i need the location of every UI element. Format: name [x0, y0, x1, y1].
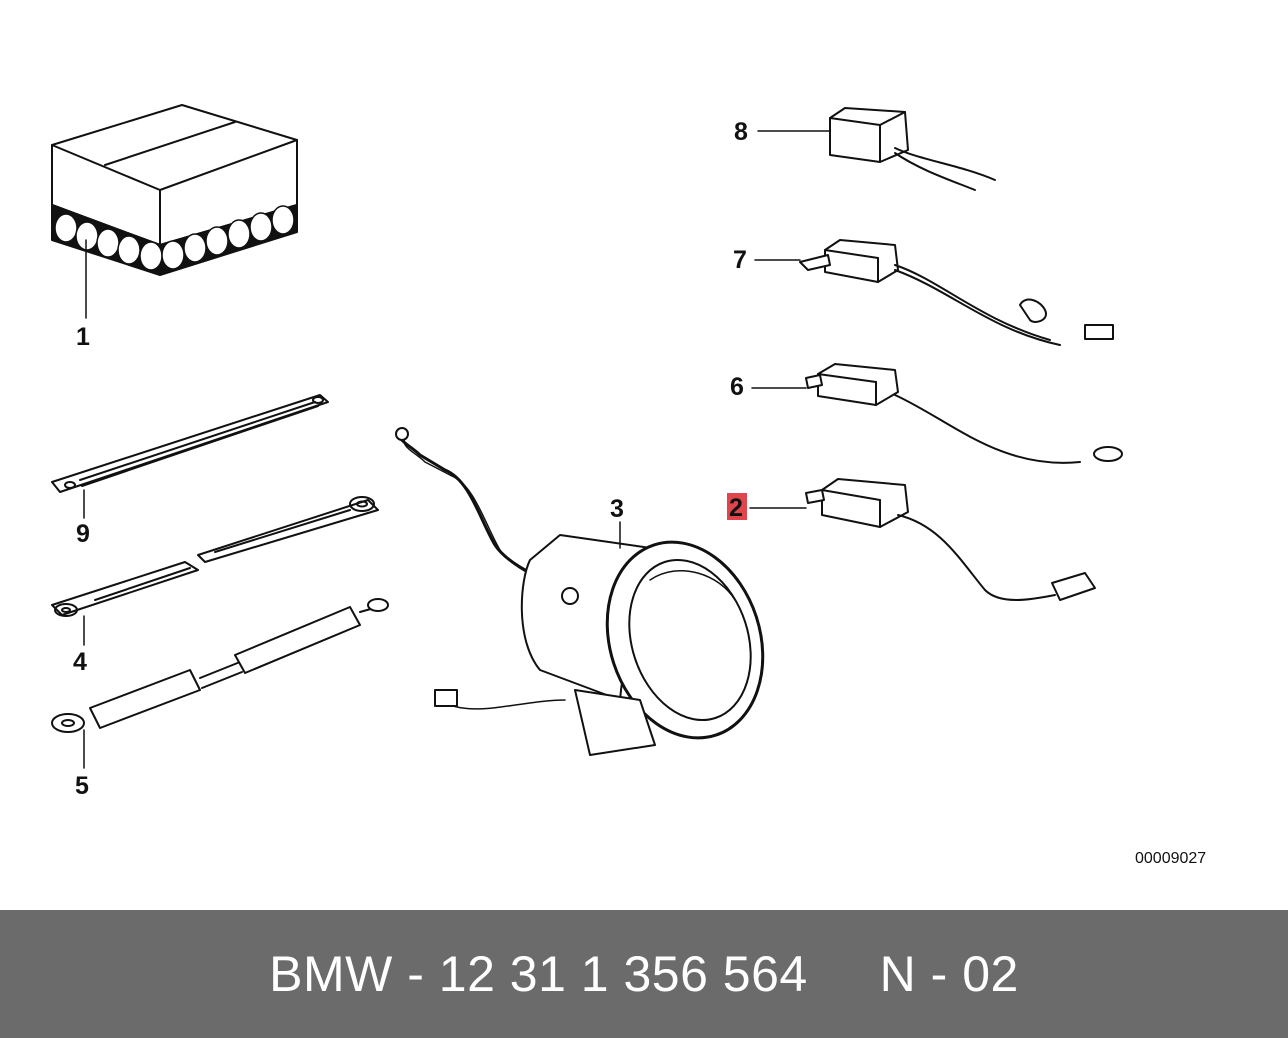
callout-9: 9 — [76, 520, 90, 548]
callout-3: 3 — [610, 495, 624, 523]
callout-5: 5 — [75, 772, 89, 800]
callout-2-highlight — [727, 493, 747, 520]
part-number-caption: BMW - 12 31 1 356 564 N - 02 — [269, 946, 1019, 1002]
part-1-box — [51, 104, 298, 276]
callout-7: 7 — [733, 246, 747, 274]
callout-6: 6 — [730, 373, 744, 401]
part-4-strap — [51, 496, 379, 617]
reference-code: 00009027 — [1135, 850, 1206, 867]
part-3-lamp — [395, 427, 765, 756]
part-7-module — [799, 239, 1114, 346]
footer-bar: BMW - 12 31 1 356 564 N - 02 — [0, 910, 1288, 1038]
part-9-strap — [51, 394, 329, 493]
part-6-module — [805, 363, 1123, 464]
parts-diagram-svg: 1 2 3 4 5 6 7 8 9 00009027 — [51, 104, 1206, 867]
part-8-module — [829, 107, 996, 191]
callout-2: 2 — [729, 494, 743, 522]
part-2-module — [805, 478, 1096, 601]
callout-8: 8 — [734, 118, 748, 146]
part-5-cable — [51, 598, 389, 733]
callout-1: 1 — [76, 323, 90, 351]
callout-4: 4 — [73, 648, 87, 676]
parts-diagram: 1 2 3 4 5 6 7 8 9 00009027 — [51, 104, 1207, 867]
